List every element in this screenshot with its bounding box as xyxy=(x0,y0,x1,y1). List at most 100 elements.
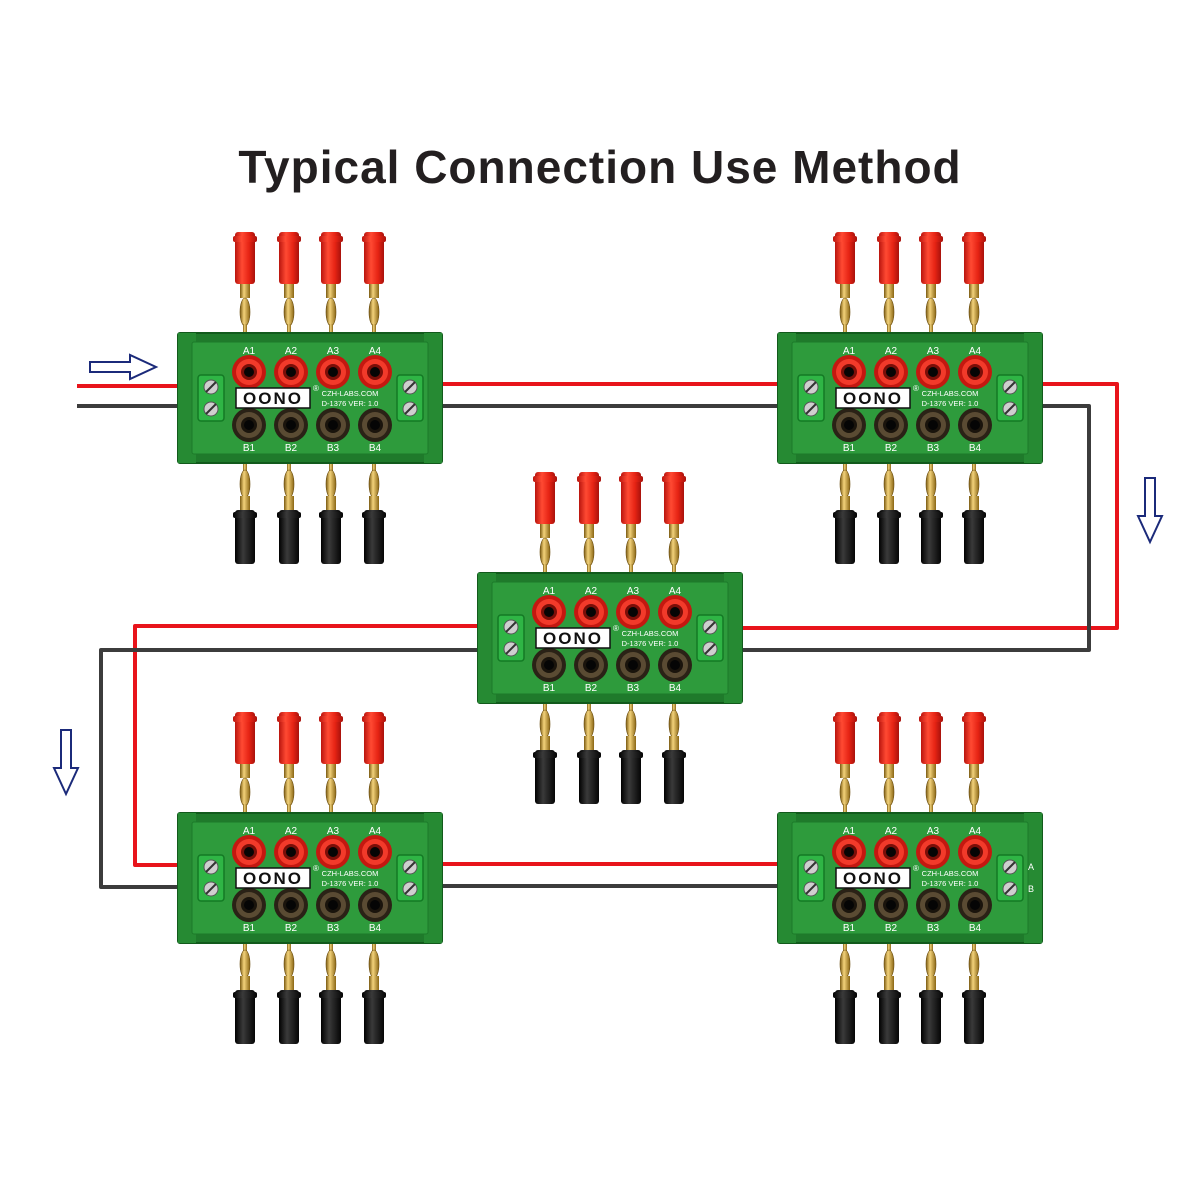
red-jack[interactable] xyxy=(874,355,908,389)
plug-pin xyxy=(839,777,851,807)
diagram-title: Typical Connection Use Method xyxy=(238,141,962,193)
terminal-label-a2: A2 xyxy=(885,346,898,357)
black-jack[interactable] xyxy=(316,408,350,442)
black-jack[interactable] xyxy=(916,408,950,442)
red-jack[interactable] xyxy=(532,595,566,629)
plug-neck xyxy=(369,764,379,778)
plug-sleeve xyxy=(579,472,599,524)
red-jack[interactable] xyxy=(958,835,992,869)
black-jack[interactable] xyxy=(916,888,950,922)
black-jack[interactable] xyxy=(316,888,350,922)
red-jack[interactable] xyxy=(616,595,650,629)
terminal-label-a4: A4 xyxy=(969,346,982,357)
screw-terminal[interactable] xyxy=(396,374,424,422)
screw-terminal[interactable] xyxy=(996,374,1024,422)
black-banana-plug xyxy=(662,702,686,804)
plug-sleeve xyxy=(364,510,384,564)
plug-collar xyxy=(319,716,343,722)
red-jack[interactable] xyxy=(358,835,392,869)
black-banana-plug xyxy=(962,942,986,1044)
plug-collar xyxy=(319,236,343,242)
red-jack[interactable] xyxy=(316,835,350,869)
plug-collar xyxy=(662,752,686,758)
screw-terminal[interactable] xyxy=(996,854,1024,902)
red-jack[interactable] xyxy=(874,835,908,869)
screw-terminal[interactable] xyxy=(497,614,525,662)
plug-neck xyxy=(926,976,936,990)
black-jack[interactable] xyxy=(874,408,908,442)
red-jack[interactable] xyxy=(832,355,866,389)
black-jack[interactable] xyxy=(616,648,650,682)
black-banana-plug xyxy=(919,462,943,564)
plug-sleeve xyxy=(621,472,641,524)
plug-collar xyxy=(962,512,986,518)
screw-terminal[interactable] xyxy=(197,854,225,902)
plug-collar xyxy=(233,716,257,722)
plug-sleeve xyxy=(535,472,555,524)
red-jack[interactable] xyxy=(232,835,266,869)
screw-terminal[interactable] xyxy=(197,374,225,422)
brand-logo: OONO xyxy=(843,389,903,408)
jack-hole xyxy=(886,847,896,857)
terminal-label-a4: A4 xyxy=(369,346,382,357)
red-jack[interactable] xyxy=(232,355,266,389)
board-model-version: D-1376 VER: 1.0 xyxy=(322,879,379,888)
screw-terminal[interactable] xyxy=(797,374,825,422)
plug-neck xyxy=(284,284,294,298)
screw-terminal[interactable] xyxy=(396,854,424,902)
plug-pin xyxy=(968,949,980,979)
screw-terminal[interactable] xyxy=(696,614,724,662)
plug-pin xyxy=(239,297,251,327)
red-jack[interactable] xyxy=(358,355,392,389)
jack-hole xyxy=(244,367,254,377)
black-jack[interactable] xyxy=(874,888,908,922)
red-jack[interactable] xyxy=(658,595,692,629)
screw-terminal[interactable] xyxy=(797,854,825,902)
red-jack[interactable] xyxy=(274,835,308,869)
red-jack[interactable] xyxy=(916,355,950,389)
terminal-label-a1: A1 xyxy=(243,826,256,837)
red-jack[interactable] xyxy=(316,355,350,389)
black-jack[interactable] xyxy=(574,648,608,682)
black-jack[interactable] xyxy=(232,408,266,442)
plug-neck xyxy=(840,496,850,510)
black-jack[interactable] xyxy=(358,408,392,442)
black-jack[interactable] xyxy=(958,408,992,442)
down-arrow-icon xyxy=(52,729,80,797)
red-jack[interactable] xyxy=(574,595,608,629)
plug-collar xyxy=(962,236,986,242)
jack-hole xyxy=(370,367,380,377)
screw-slot xyxy=(205,883,217,895)
brand-box xyxy=(835,387,911,409)
black-jack[interactable] xyxy=(232,888,266,922)
plug-sleeve xyxy=(579,750,599,804)
black-jack[interactable] xyxy=(274,408,308,442)
red-jack[interactable] xyxy=(958,355,992,389)
black-jack[interactable] xyxy=(274,888,308,922)
brand-logo: OONO xyxy=(243,389,303,408)
red-jack[interactable] xyxy=(832,835,866,869)
jack-hole xyxy=(844,420,854,430)
red-wire-tr-center xyxy=(725,382,1119,630)
black-jack[interactable] xyxy=(658,648,692,682)
red-jack[interactable] xyxy=(274,355,308,389)
black-jack[interactable] xyxy=(532,648,566,682)
board-model-version: D-1376 VER: 1.0 xyxy=(622,639,679,648)
black-jack[interactable] xyxy=(358,888,392,922)
plug-tip xyxy=(929,804,933,814)
plug-neck xyxy=(369,976,379,990)
plug-pin xyxy=(325,777,337,807)
terminal-label-a2: A2 xyxy=(285,346,298,357)
brand-box xyxy=(835,867,911,889)
plug-tip xyxy=(329,462,333,472)
black-jack[interactable] xyxy=(832,408,866,442)
red-jack[interactable] xyxy=(916,835,950,869)
plug-sleeve xyxy=(279,990,299,1044)
black-jack[interactable] xyxy=(832,888,866,922)
plug-tip xyxy=(929,462,933,472)
jack-hole xyxy=(370,900,380,910)
black-jack[interactable] xyxy=(958,888,992,922)
screw-label-b: B xyxy=(1028,884,1034,894)
black-banana-plug xyxy=(362,942,386,1044)
